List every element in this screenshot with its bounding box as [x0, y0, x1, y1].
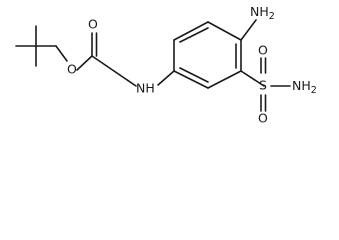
- sulfonamide-nh-label: NH2: [292, 78, 317, 96]
- bond: [173, 21, 209, 41]
- bond: [240, 70, 265, 87]
- bond: [76, 55, 93, 71]
- bond: [207, 70, 242, 89]
- sulfur-label: S: [259, 78, 267, 93]
- sulfonamide-group: [240, 57, 291, 112]
- carbonyl-oxygen-label: O: [88, 17, 98, 32]
- chemical-structure-diagram: O O NH NH2 S O O NH2: [15, 4, 317, 126]
- bond: [173, 70, 209, 89]
- benzene-ring: [173, 21, 242, 89]
- aromatic-inner-bond: [179, 67, 209, 83]
- aromatic-inner-bond: [179, 27, 209, 43]
- bond: [240, 19, 257, 41]
- carbamate-group: [76, 32, 175, 87]
- bond: [55, 45, 68, 62]
- amino-subscript: 2: [269, 11, 275, 22]
- ester-oxygen-label: O: [67, 62, 77, 77]
- amino-group-label: NH2: [250, 4, 275, 22]
- tert-butyl-group: [15, 25, 68, 67]
- sulfonyl-oxygen-bottom-label: O: [258, 111, 268, 126]
- amide-nh-label: NH: [136, 81, 155, 96]
- sulfonyl-oxygen-top-label: O: [258, 43, 268, 58]
- sulfonamide-subscript: 2: [311, 85, 317, 96]
- amino-label-text: NH: [250, 4, 269, 19]
- sulfonamide-label-text: NH: [292, 78, 311, 93]
- bond: [207, 21, 242, 41]
- bond: [91, 55, 137, 87]
- bond: [157, 70, 175, 86]
